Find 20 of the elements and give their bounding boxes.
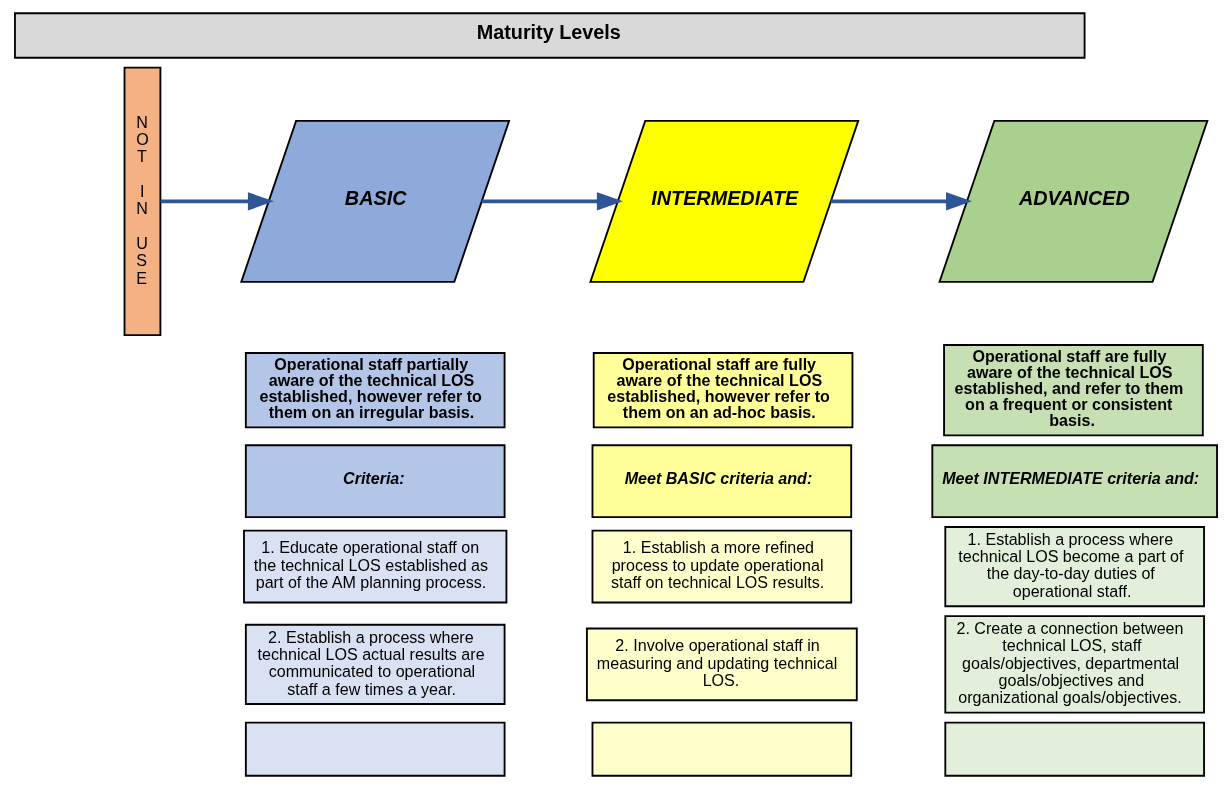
node-box: 1. Establish a process where technical LOS become a part of the day-to-day duties of operational staff. — [943, 526, 1205, 608]
node-box: Operational staff partially aware of the technical LOS established, however refer to them on an irregular basis. — [244, 352, 505, 429]
node-box: Operational staff are fully aware of the technical LOS established, and refer to them on a frequent or consistent basis. — [942, 344, 1204, 437]
node-box: Meet BASIC criteria and: — [591, 444, 852, 518]
node-box — [244, 721, 505, 777]
node-box: Operational staff are fully aware of the technical LOS established, however refer to them on an ad-hoc basis. — [592, 352, 853, 429]
node-box: Criteria: — [244, 444, 505, 518]
arrow — [481, 192, 623, 211]
arrow — [160, 192, 274, 211]
node-box: 2. Create a connection between technical LOS, staff goals/objectives, departmental goals/objectives and organizational goals/objectives. — [943, 615, 1205, 714]
node-box: 1. Educate operational staff on the technical LOS established as part of the AM planning process. — [242, 529, 507, 604]
node-box — [943, 721, 1205, 777]
node-box: NOT IN USE — [123, 66, 161, 336]
node-box: Meet INTERMEDIATE criteria and: — [930, 444, 1218, 518]
node-box: 2. Establish a process where technical LOS actual results are communicated to operational staff a few times a year. — [244, 623, 505, 705]
node-box — [591, 721, 852, 777]
node-box: Maturity Levels — [13, 12, 1085, 59]
node-box: 2. Involve operational staff in measuring and updating technical LOS. — [585, 627, 858, 702]
node-box: 1. Establish a more refined process to update operational staff on technical LOS results. — [591, 529, 852, 604]
arrow — [830, 192, 972, 211]
